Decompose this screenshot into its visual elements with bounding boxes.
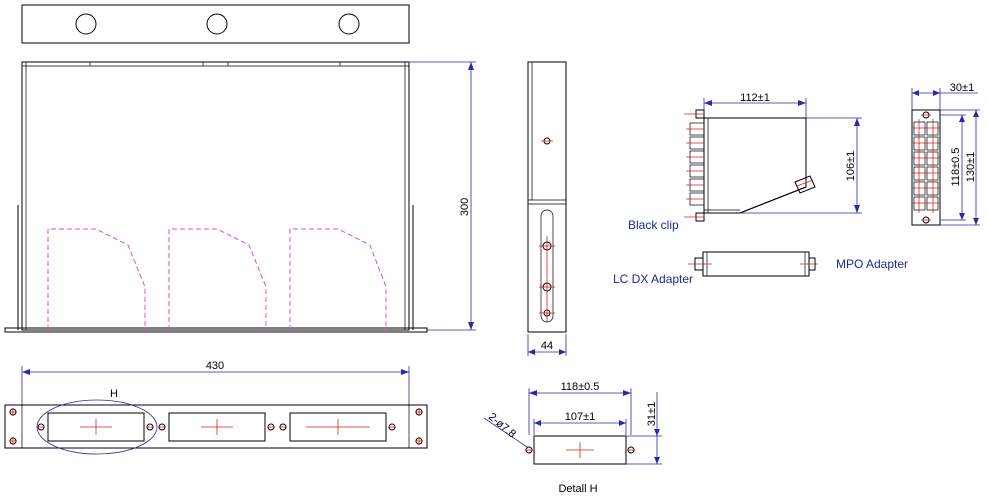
mpo-connector — [794, 175, 816, 194]
module-slot — [47, 412, 145, 442]
detail-width-inner: 107±1 — [565, 411, 596, 423]
module-height: 106±1 — [845, 151, 857, 182]
plan-view: 300 — [4, 61, 476, 333]
top-cover — [21, 4, 410, 44]
module-pitch-inner: 118±0.5 — [950, 148, 962, 187]
module-side-view: LC DX Adapter MPO Adapter — [613, 251, 908, 286]
module-side-body — [702, 251, 810, 277]
module-pitch-outer: 130±1 — [965, 152, 977, 183]
lc-dx-adapter-label: LC DX Adapter — [613, 272, 693, 286]
side-view: 44 — [527, 61, 567, 356]
mpo-adapter-label: MPO Adapter — [836, 257, 908, 271]
width-dimension: 430 — [206, 360, 224, 372]
module-face — [911, 109, 941, 226]
hidden-module-outline — [168, 228, 267, 330]
detail-height: 31±1 — [646, 402, 658, 426]
module-slot — [289, 412, 387, 442]
detail-marker: H — [110, 388, 118, 400]
cover-hole — [338, 13, 360, 35]
cover-hole — [75, 13, 97, 35]
detail-title: Detall H — [558, 483, 597, 495]
module-depth: 30±1 — [950, 82, 974, 94]
height-dimension: 300 — [459, 198, 471, 216]
depth-dimension: 44 — [541, 340, 553, 352]
module-width: 112±1 — [740, 92, 770, 104]
front-panel-view: 430 H — [4, 360, 428, 455]
module-top-view: 112±1 106±1 Black — [628, 92, 862, 232]
lc-adapter-column — [686, 122, 705, 206]
cover-hole — [206, 13, 228, 35]
hidden-module-outline — [289, 228, 387, 330]
side-body — [527, 61, 567, 333]
module-body — [703, 117, 807, 214]
module-front-view: 30±1 118±0.5 13 — [911, 82, 980, 226]
detail-slot — [533, 435, 627, 465]
module-slot — [168, 412, 266, 442]
detail-width-outer: 118±0.5 — [561, 381, 600, 393]
hidden-module-outline — [47, 228, 146, 330]
top-view — [21, 4, 410, 44]
detail-h-view: 118±0.5 107±1 31±1 2-ø7.8 Detall H — [483, 381, 662, 495]
detail-h-ellipse — [36, 399, 158, 455]
tray-outline — [21, 61, 410, 331]
lc-port-grid — [912, 119, 940, 213]
black-clip-label: Black clip — [628, 218, 679, 232]
front-panel — [4, 404, 428, 449]
hole-spec: 2-ø7.8 — [486, 411, 518, 441]
